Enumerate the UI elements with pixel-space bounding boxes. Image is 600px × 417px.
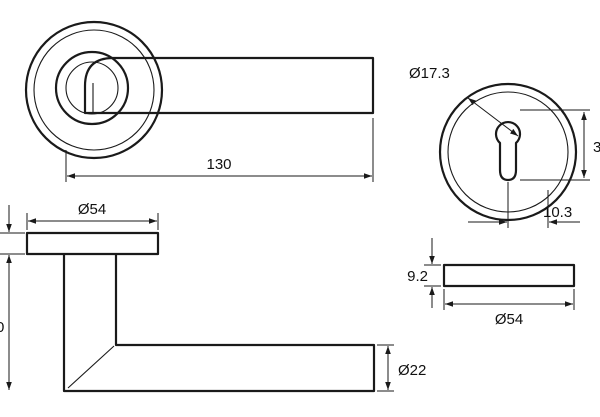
escutcheon-side-view: 9.2 Ø54 bbox=[407, 238, 576, 328]
dim-escutcheon-diameter-label: Ø54 bbox=[495, 311, 523, 328]
dimension-lever-diameter: Ø22 bbox=[377, 344, 426, 392]
lever-top-view bbox=[24, 20, 375, 160]
lever-neck-circle bbox=[54, 50, 130, 126]
rose-side-plate bbox=[25, 231, 160, 256]
dim-escutcheon-thickness-label: 9.2 bbox=[407, 268, 428, 285]
dimension-rose-diameter: Ø54 bbox=[26, 201, 159, 230]
dim-height-label: 0 bbox=[0, 319, 4, 336]
lever-side-bend-line bbox=[67, 345, 115, 389]
dim-cylinder-offset-label: 10.3 bbox=[543, 204, 572, 221]
rose-inner-circle bbox=[33, 29, 155, 151]
escutcheon-side-plate bbox=[442, 263, 576, 288]
dim-lever-diameter-label: Ø22 bbox=[398, 362, 426, 379]
dimension-lever-length: 130 bbox=[65, 118, 374, 182]
diameter-leader bbox=[467, 97, 519, 137]
dim-cylinder-height-label: 3 bbox=[593, 139, 600, 156]
cylinder-keyhole bbox=[494, 121, 522, 182]
dimension-left-height: 0 bbox=[0, 205, 25, 390]
rose-outer-circle bbox=[24, 20, 164, 160]
escutcheon-front-view: Ø17.3 3 10.3 bbox=[409, 65, 600, 228]
dim-rose-diameter-label: Ø54 bbox=[78, 201, 106, 218]
lever-side-view bbox=[25, 231, 376, 393]
lever-neck-inner-circle bbox=[65, 61, 119, 115]
lever-side-outline bbox=[62, 254, 376, 393]
dim-cylinder-diameter-label: Ø17.3 bbox=[409, 65, 450, 82]
lever-outline bbox=[83, 56, 375, 115]
dim-lever-length-label: 130 bbox=[206, 156, 231, 173]
